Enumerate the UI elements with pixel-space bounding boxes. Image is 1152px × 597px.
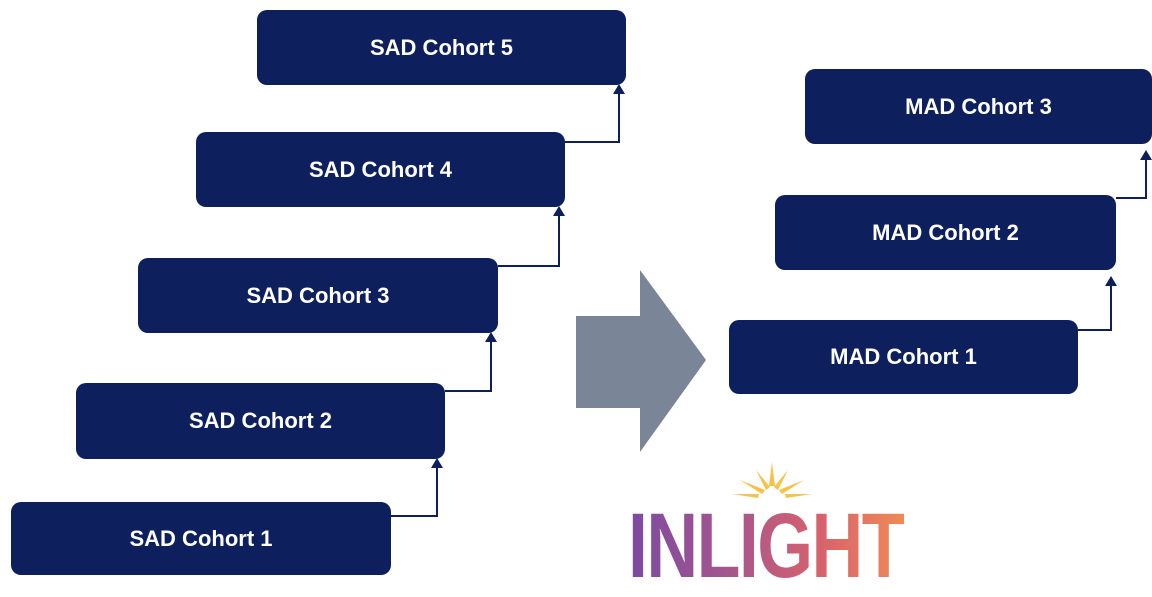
arrowhead-sad-5 bbox=[613, 84, 625, 94]
sad-cohort-3-box: SAD Cohort 3 bbox=[138, 258, 498, 333]
mad-cohort-2-box: MAD Cohort 2 bbox=[775, 195, 1116, 270]
connector-sad-2-to-3 bbox=[445, 340, 492, 392]
arrowhead-mad-2 bbox=[1105, 276, 1117, 286]
mad-cohort-1-label: MAD Cohort 1 bbox=[830, 344, 977, 369]
sad-cohort-1-box: SAD Cohort 1 bbox=[11, 502, 391, 575]
mad-cohort-2-label: MAD Cohort 2 bbox=[872, 219, 1019, 245]
sad-cohort-5-box: SAD Cohort 5 bbox=[257, 10, 626, 85]
mad-arrowheads bbox=[1105, 150, 1152, 286]
arrowhead-sad-4 bbox=[553, 206, 565, 216]
connector-sad-4-to-5 bbox=[565, 92, 620, 143]
inlight-logo-text: INLIGHT bbox=[628, 495, 906, 597]
connector-sad-1-to-2 bbox=[391, 466, 438, 517]
connector-mad-2-to-3 bbox=[1116, 158, 1147, 199]
sad-cohort-2-label: SAD Cohort 2 bbox=[189, 408, 332, 433]
arrowhead-sad-3 bbox=[485, 332, 497, 342]
sad-cohort-4-label: SAD Cohort 4 bbox=[309, 156, 452, 182]
connector-mad-1-to-2 bbox=[1078, 284, 1112, 331]
mad-connectors bbox=[1078, 158, 1147, 331]
sad-cohort-5-label: SAD Cohort 5 bbox=[370, 34, 513, 60]
sad-arrowheads bbox=[431, 84, 625, 468]
arrowhead-sad-2 bbox=[431, 458, 443, 468]
sad-connectors bbox=[391, 92, 620, 517]
arrowhead-mad-3 bbox=[1140, 150, 1152, 160]
mad-cohort-3-box: MAD Cohort 3 bbox=[805, 69, 1152, 144]
sad-cohort-1-label: SAD Cohort 1 bbox=[129, 525, 273, 551]
sad-cohort-4-box: SAD Cohort 4 bbox=[196, 132, 565, 207]
mad-cohort-3-label: MAD Cohort 3 bbox=[905, 93, 1052, 119]
transition-arrow-icon bbox=[576, 270, 706, 452]
sad-cohort-2-box: SAD Cohort 2 bbox=[76, 383, 445, 459]
sad-cohort-3-label: SAD Cohort 3 bbox=[246, 282, 390, 308]
mad-cohort-1-box: MAD Cohort 1 bbox=[729, 320, 1078, 394]
connector-sad-3-to-4 bbox=[498, 214, 560, 267]
